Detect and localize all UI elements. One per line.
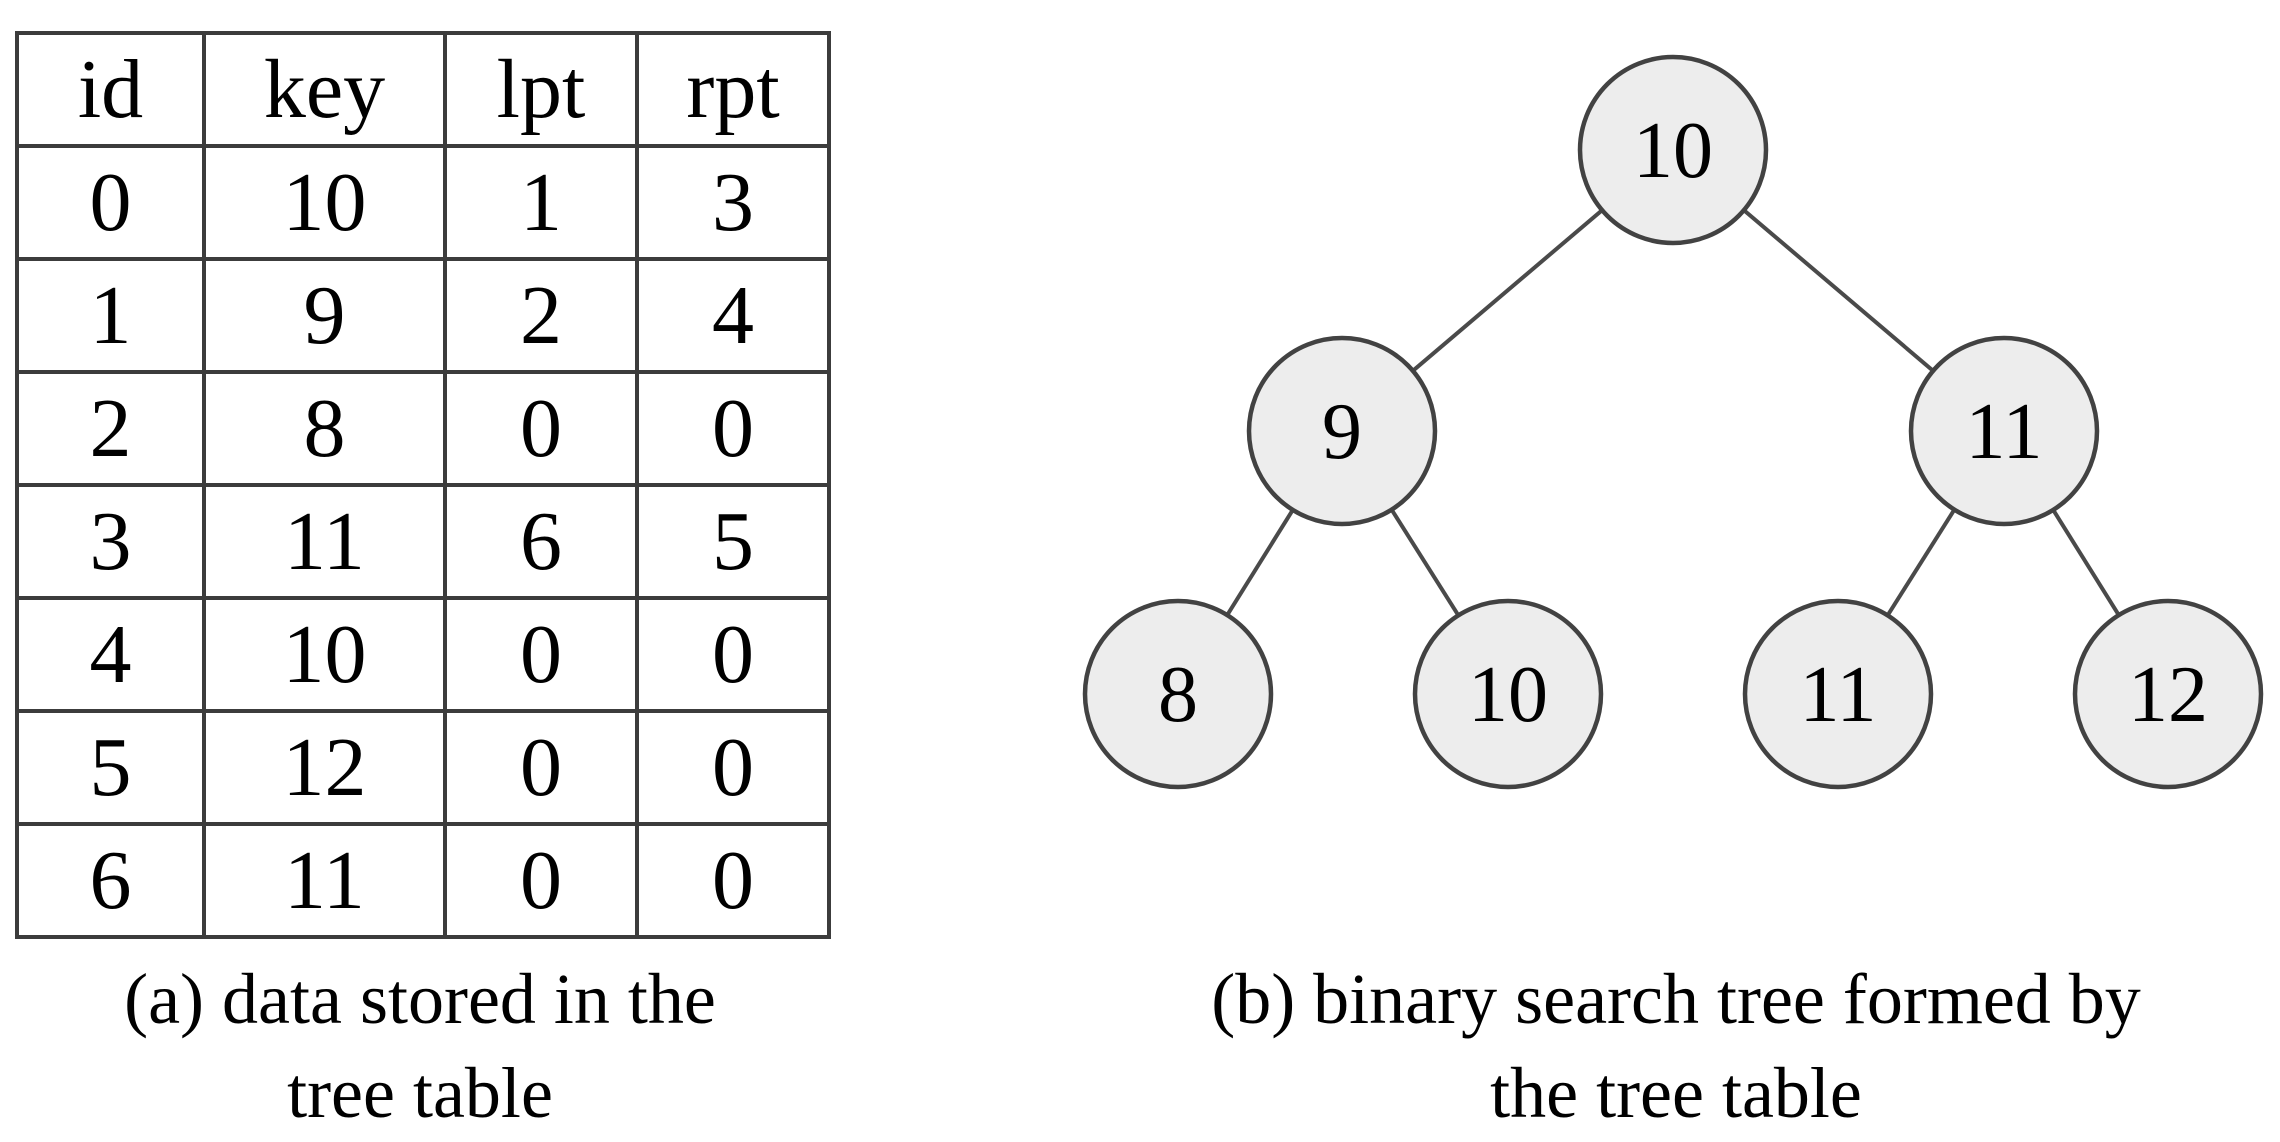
tree-node-LR: 10 [1412,598,1604,790]
table-cell: 0 [443,709,639,826]
table-cell: 0 [635,596,831,713]
table-cell: 11 [202,483,447,600]
caption-b-line1: (b) binary search tree formed by [1211,959,2141,1039]
tree-node-circle [1577,54,1769,246]
table-cell: 2 [443,257,639,374]
tree-node-label: 12 [2128,651,2208,739]
table-cell: 0 [443,370,639,487]
table-cell: 0 [635,709,831,826]
table-cell: 6 [15,822,206,939]
table-cell: 0 [443,596,639,713]
tree-node-label: 11 [1799,651,1876,739]
table-cell: 11 [202,822,447,939]
table-cell: 0 [635,370,831,487]
table-cell: 10 [202,144,447,261]
tree-node-circle [1742,598,1934,790]
tree-node-circle [1082,598,1274,790]
table-cell: 9 [202,257,447,374]
caption-a: (a) data stored in the tree table [124,952,716,1140]
tree-node-label: 11 [1965,388,2042,476]
table-cell: 10 [202,596,447,713]
table-cell: 6 [443,483,639,600]
table-cell: 4 [15,596,206,713]
table-cell: 0 [15,144,206,261]
table-cell: 5 [15,709,206,826]
tree-node-RL: 11 [1742,598,1934,790]
table-cell: 8 [202,370,447,487]
table-cell: 4 [635,257,831,374]
table-cell: 2 [15,370,206,487]
table-cell: 3 [15,483,206,600]
caption-a-line1: (a) data stored in the [124,959,716,1039]
tree-node-circle [1908,335,2100,527]
table-cell: 5 [635,483,831,600]
table-cell: 3 [635,144,831,261]
tree-node-circle [2072,598,2264,790]
tree-node-label: 10 [1633,107,1713,195]
tree-node-label: 9 [1322,388,1362,476]
tree-node-RR: 12 [2072,598,2264,790]
column-header-rpt: rpt [635,31,831,148]
caption-b: (b) binary search tree formed by the tre… [1211,952,2141,1140]
tree-node-circle [1246,335,1438,527]
caption-a-line2: tree table [287,1053,553,1133]
tree-node-circle [1412,598,1604,790]
tree-node-L: 9 [1246,335,1438,527]
tree-node-R: 11 [1908,335,2100,527]
column-header-id: id [15,31,206,148]
caption-b-line2: the tree table [1490,1053,1862,1133]
table-cell: 0 [443,822,639,939]
tree-node-label: 8 [1158,651,1198,739]
table-cell: 1 [15,257,206,374]
tree-node-label: 10 [1468,651,1548,739]
tree-node-root: 10 [1577,54,1769,246]
tree-node-LL: 8 [1082,598,1274,790]
table-cell: 1 [443,144,639,261]
table-cell: 0 [635,822,831,939]
table-cell: 12 [202,709,447,826]
column-header-lpt: lpt [443,31,639,148]
column-header-key: key [202,31,447,148]
